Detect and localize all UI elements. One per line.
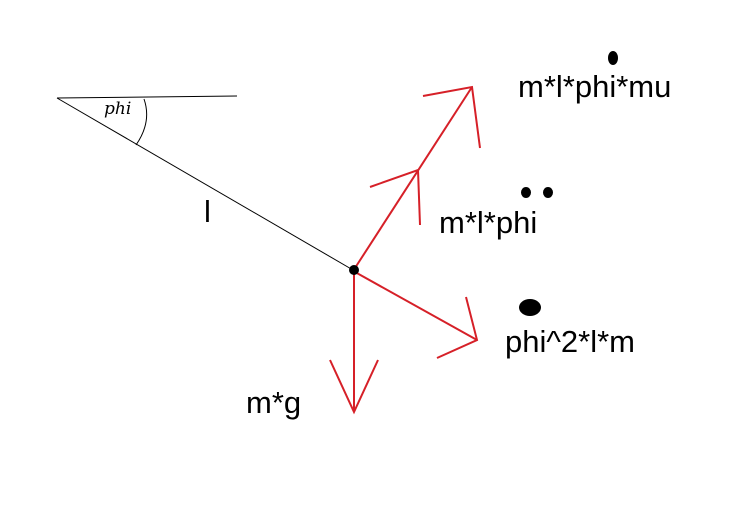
- derivative-dot: [519, 299, 541, 316]
- second-derivative-dot-1: [521, 187, 531, 198]
- length-label: l: [204, 194, 211, 229]
- angle-label: phi: [104, 99, 132, 119]
- friction-force-label: m*l*phi*mu: [518, 69, 672, 104]
- gravity-force-label: m*g: [246, 385, 302, 420]
- second-derivative-dot-2: [543, 187, 553, 198]
- pendulum-rod: [56, 97, 354, 271]
- gravity-force-arrow: [329, 272, 379, 415]
- centripetal-force-label: phi^2*l*m: [505, 324, 635, 359]
- pendulum-bob: [349, 265, 359, 275]
- horizontal-reference-line: [56, 95, 238, 99]
- derivative-dot: [608, 51, 618, 65]
- friction-force-arrow: [354, 85, 481, 269]
- angle-arc: [135, 98, 148, 146]
- tangential-force-label: m*l*phi: [439, 205, 538, 240]
- centripetal-force-arrow: [354, 271, 479, 359]
- tangential-force-arrow: [369, 168, 421, 226]
